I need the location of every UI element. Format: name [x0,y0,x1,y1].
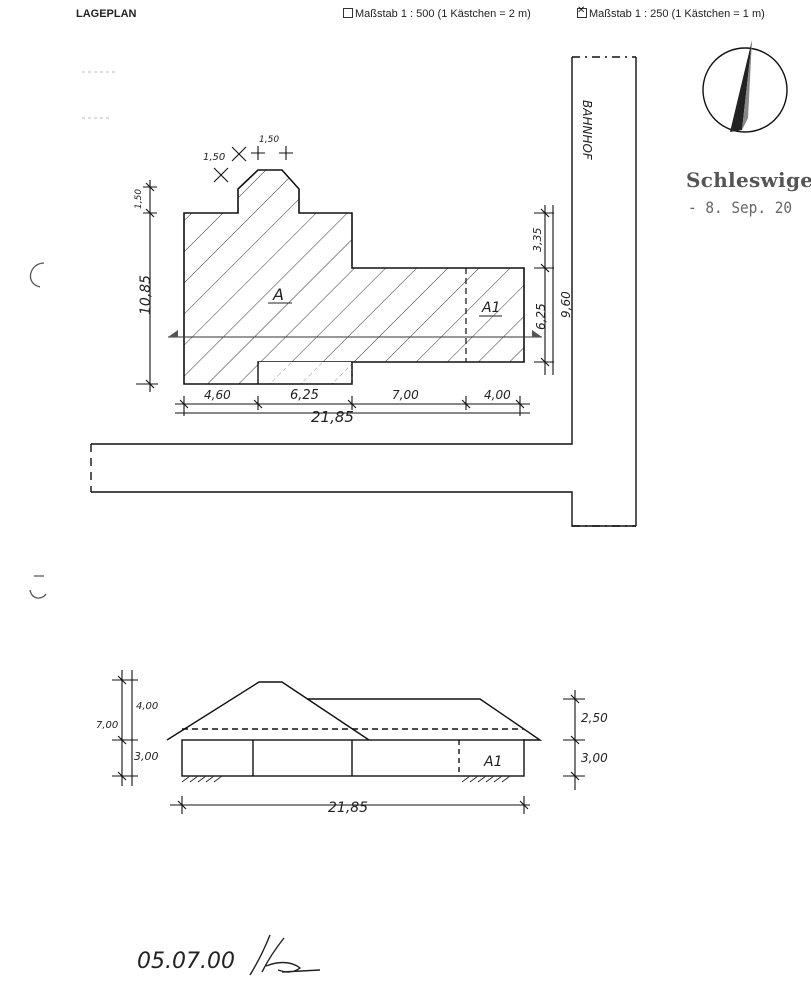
dim-right-mid: 6,25 [534,303,548,330]
signature-date: 05.07.00 [137,949,235,974]
elevation-view [166,681,543,777]
dim-left-total: 10,85 [138,275,154,315]
scale-option-500[interactable]: Maßstab 1 : 500 (1 Kästchen = 2 m) [343,8,531,20]
dim-left-top: 1,50 [134,189,144,209]
dim-right-top: 3,35 [531,228,544,253]
elev-dim-total: 7,00 [96,720,118,731]
dim-bottom-2: 6,25 [290,388,319,403]
plan-dimension-lines [136,146,554,416]
checkbox-scale-500[interactable] [343,8,353,18]
faint-marks [82,71,118,119]
building-cutout-hatch [259,362,351,383]
section-cut-marker-right [532,330,542,337]
elevation-annex-label: A1 [483,754,502,770]
street-label: BAHNHOF [580,100,594,161]
punch-hole-marks [29,262,47,599]
elev-dim-roof: 4,00 [136,701,158,712]
scale-option-250-label: Maßstab 1 : 250 (1 Kästchen = 1 m) [589,8,765,20]
stamp-date: - 8. Sep. 20 [688,198,793,217]
elev-dim-roof-right: 2,50 [581,711,608,725]
page-title: LAGEPLAN [76,8,137,20]
dim-bottom-4: 4,00 [484,388,511,402]
dim-bottom-total: 21,85 [311,408,354,426]
section-cut-marker-left [168,330,178,337]
dim-top-1: 1,50 [203,152,225,163]
stamp-text: Schleswiger [686,168,811,192]
dim-right-total: 9,60 [559,291,573,318]
ground-hatch [181,775,511,783]
street-lines [90,56,637,527]
scale-option-500-label: Maßstab 1 : 500 (1 Kästchen = 2 m) [355,8,531,20]
elev-dim-width: 21,85 [328,800,368,816]
elev-dim-wall-right: 3,00 [581,751,608,765]
building-a-label: A [272,285,284,304]
elevation-dimension-lines [112,670,585,814]
dim-top-2: 1,50 [259,135,279,145]
scale-option-250[interactable]: Maßstab 1 : 250 (1 Kästchen = 1 m) [577,5,765,20]
dim-bottom-1: 4,60 [204,388,231,402]
elev-dim-wall-left: 3,00 [134,750,159,763]
annex-a1-label: A1 [481,300,500,316]
dim-bottom-3: 7,00 [392,388,419,402]
building-a [183,169,525,385]
checkbox-scale-250[interactable] [577,5,587,18]
signature-icon [249,934,321,976]
north-arrow-icon [702,40,788,133]
